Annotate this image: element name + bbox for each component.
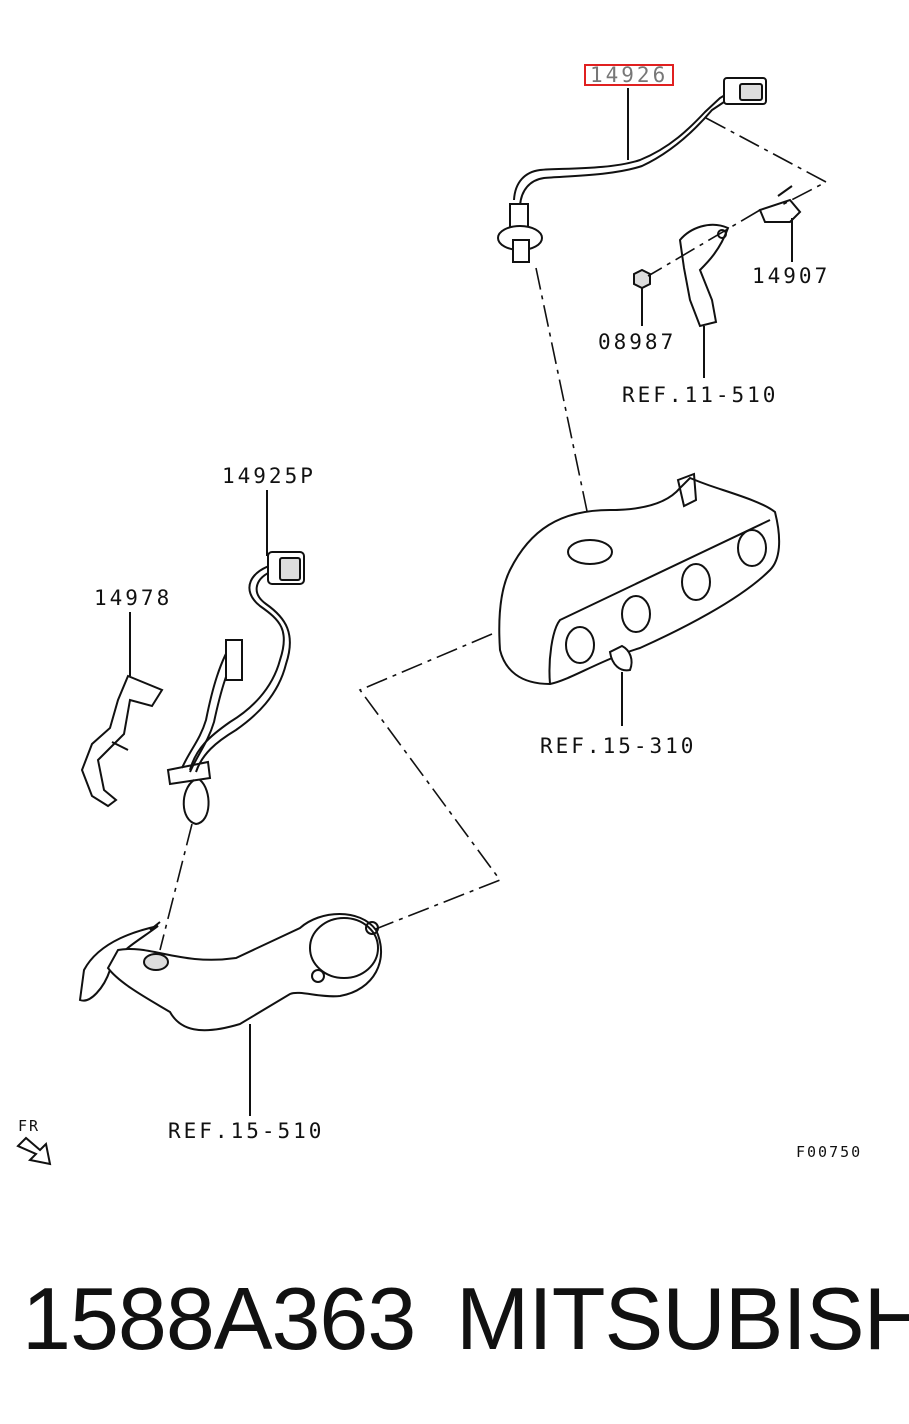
lower-oxygen-sensor [166, 551, 305, 826]
upper-oxygen-sensor [497, 77, 767, 263]
front-pipe [78, 913, 383, 1032]
label-fr: FR [18, 1117, 41, 1135]
nut-08987 [633, 268, 651, 290]
exhaust-manifold [498, 472, 781, 686]
bracket-14978 [80, 674, 164, 808]
label-part-08987: 08987 [598, 330, 677, 354]
figure-code: F00750 [796, 1143, 863, 1161]
engine-bracket [678, 223, 730, 328]
label-ref-15-510: REF.15-510 [168, 1119, 325, 1143]
brand-name: MITSUBISHI [456, 1269, 909, 1368]
label-part-14978: 14978 [94, 586, 173, 610]
bracket-14907 [758, 185, 802, 223]
label-part-14907: 14907 [752, 264, 831, 288]
label-part-14925p: 14925P [222, 464, 316, 488]
front-direction-arrow [16, 1136, 52, 1166]
part-number: 1588A363 [22, 1269, 416, 1368]
label-part-14926: 14926 [584, 64, 675, 86]
label-ref-15-310: REF.15-310 [540, 734, 697, 758]
label-ref-11-510: REF.11-510 [622, 383, 779, 407]
